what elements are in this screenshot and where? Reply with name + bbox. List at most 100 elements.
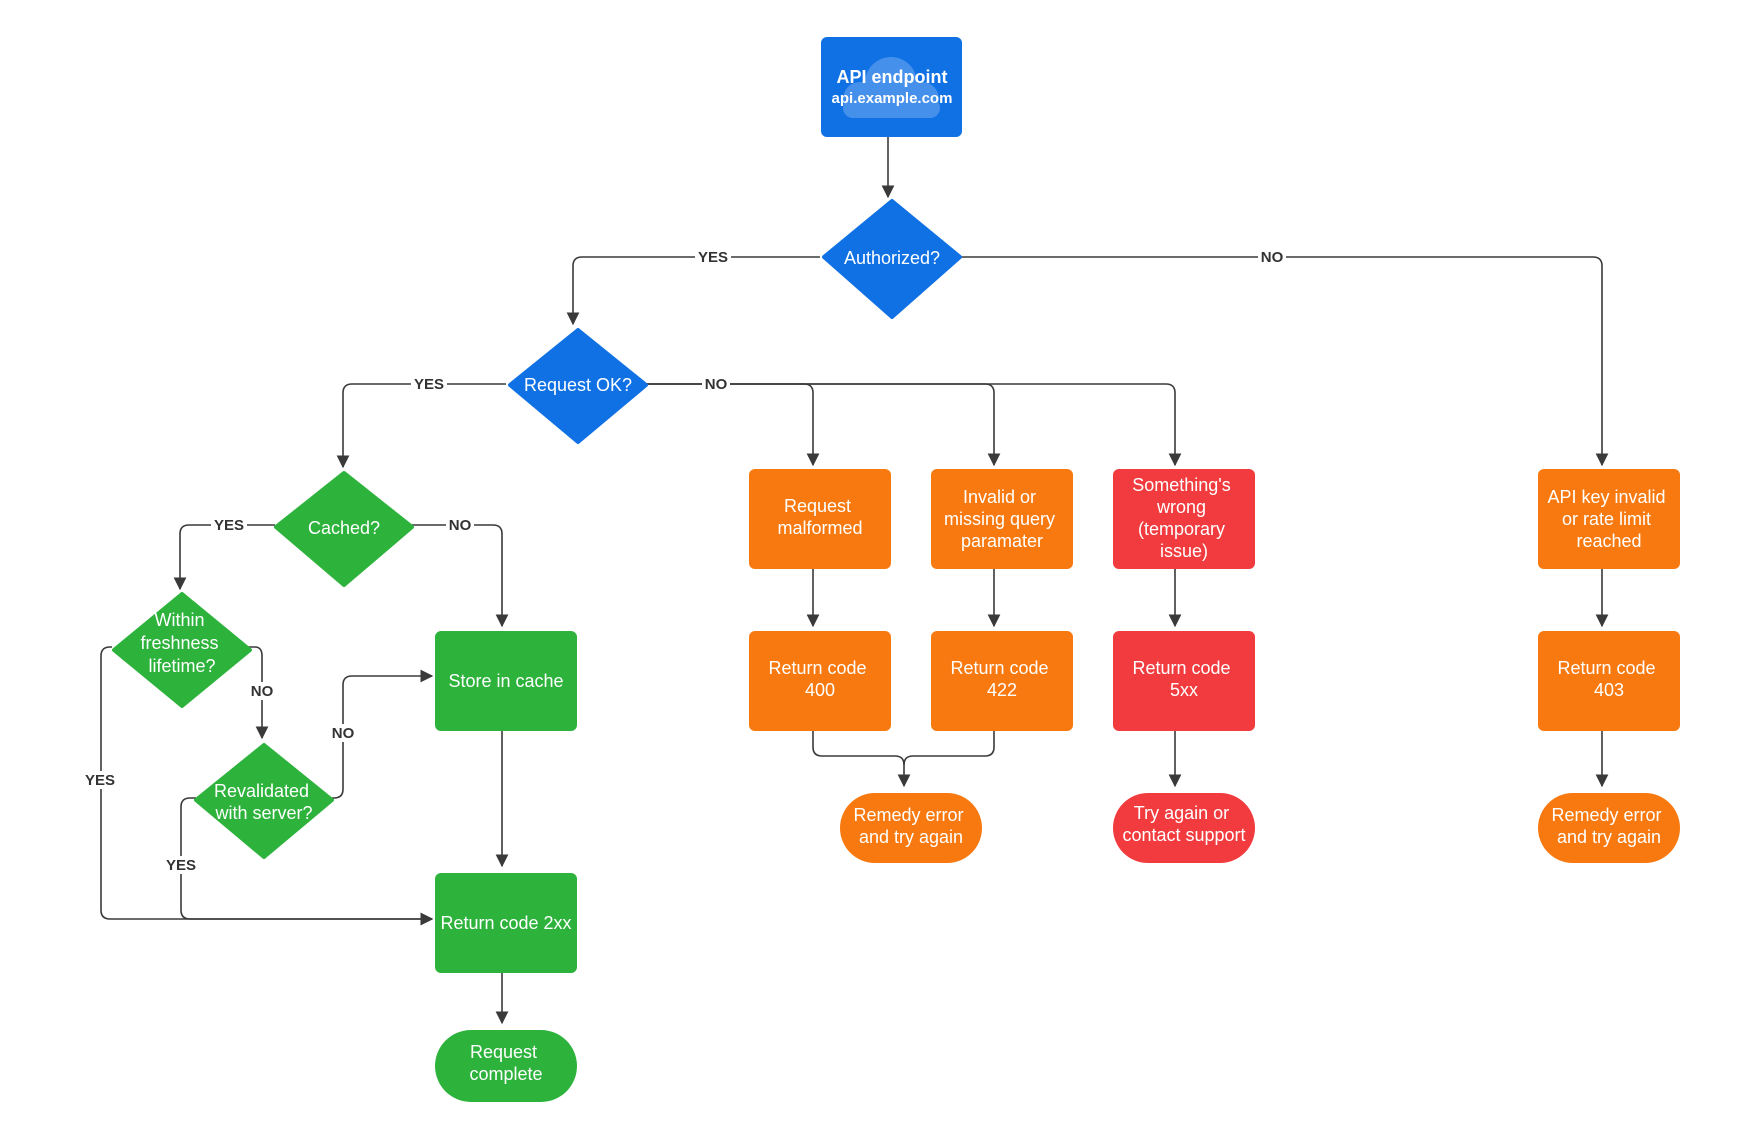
invalid-query-line-2: missing query [944,509,1055,529]
return-2xx-label: Return code 2xx [440,913,571,933]
svg-text:Within freshness l: Within freshness lifetime? [140,610,223,676]
store-in-cache-label: Store in cache [448,671,563,691]
authorized-decision: Authorized? [822,199,962,319]
svg-text:Return code 5xx: Return code 5xx [1132,658,1235,700]
svg-text:API key invalid or rate: API key invalid or rate limit reached [1547,487,1670,551]
api-key-invalid-line-2: or rate limit [1562,509,1651,529]
edge-label-fresh-yes: YES [85,772,115,789]
return-400-node: Return code 400 [749,631,891,731]
cloud-icon [843,57,940,118]
request-complete-node: Request complete [435,1030,577,1102]
return-403-line-1: Return code [1557,658,1655,678]
svg-text:Request OK?: Request OK? [524,375,632,395]
svg-text:Request malformed: Request malformed [777,496,862,538]
remedy-error-node-1: Remedy error and try again [840,793,982,863]
return-400-line-1: Return code [768,658,866,678]
return-422-line-1: Return code [950,658,1048,678]
api-key-invalid-node: API key invalid or rate limit reached [1538,469,1680,569]
remedy-1-line-2: and try again [859,827,963,847]
edge-requestok-no-invalid [640,383,1001,467]
api-endpoint-node: API endpoint api.example.com [821,37,962,137]
invalid-query-line-3: paramater [961,531,1043,551]
edge-cached-yes [173,524,275,591]
something-wrong-line-4: issue) [1160,541,1208,561]
return-5xx-node: Return code 5xx [1113,631,1255,731]
edge-requestok-no-malformed [640,383,820,467]
return-422-node: Return code 422 [931,631,1073,731]
request-malformed-line-1: Request [784,496,851,516]
edge-422-to-remedy [903,727,995,766]
edge-requestok-no-wrong [640,383,1182,467]
edge-label-authorized-no: NO [1261,249,1284,266]
edge-label-cached-no: NO [449,517,472,534]
request-complete-line-1: Request [470,1042,537,1062]
svg-text:Remedy error and try aga: Remedy error and try again [1551,805,1666,847]
svg-text:Return code 403: Return code 403 [1557,658,1660,700]
remedy-2-line-2: and try again [1557,827,1661,847]
edge-label-reval-no: NO [332,725,355,742]
try-again-node: Try again or contact support [1113,793,1255,863]
store-in-cache-node: Store in cache [435,631,577,731]
cached-label: Cached? [308,518,380,538]
something-wrong-node: Something's wrong (temporary issue) [1113,469,1255,569]
edge-labels: YES NO YES NO YES NO NO YES NO YES [82,248,1286,874]
edge-cached-no [410,524,509,628]
svg-text:Request complete: Request complete [469,1042,542,1084]
svg-text:Cached?: Cached? [308,518,380,538]
svg-text:Invalid or missing query: Invalid or missing query paramater [944,487,1060,551]
edge-label-fresh-no: NO [251,683,274,700]
revalidated-line-2: with server? [214,803,312,823]
within-freshness-line-3: lifetime? [148,656,215,676]
something-wrong-line-2: wrong [1156,497,1206,517]
edge-label-requestok-yes: YES [414,376,444,393]
svg-text:Remedy error and try aga: Remedy error and try again [853,805,968,847]
svg-text:Try again or contact sup: Try again or contact support [1122,803,1245,845]
return-2xx-node: Return code 2xx [435,873,577,973]
api-key-invalid-line-1: API key invalid [1547,487,1665,507]
return-5xx-line-1: Return code [1132,658,1230,678]
svg-text:Return code 400: Return code 400 [768,658,871,700]
return-5xx-line-2: 5xx [1170,680,1198,700]
svg-text:Revalidated with server?: Revalidated with server? [214,781,314,823]
svg-text:Authorized?: Authorized? [844,248,940,268]
return-422-line-2: 422 [987,680,1017,700]
something-wrong-line-1: Something's [1132,475,1231,495]
svg-text:Store in cache: Store in cache [448,671,563,691]
revalidated-line-1: Revalidated [214,781,309,801]
svg-text:Return code 2xx: Return code 2xx [440,913,571,933]
edge-fresh-no [247,646,269,740]
invalid-query-line-1: Invalid or [963,487,1036,507]
return-403-line-2: 403 [1594,680,1624,700]
something-wrong-line-3: (temporary [1138,519,1225,539]
try-again-line-1: Try again or [1134,803,1229,823]
remedy-error-node-2: Remedy error and try again [1538,793,1680,863]
api-endpoint-url: api.example.com [832,90,953,107]
authorized-label: Authorized? [844,248,940,268]
api-endpoint-title: API endpoint [837,67,948,87]
request-malformed-node: Request malformed [749,469,891,569]
edge-requestok-yes [336,383,506,469]
within-freshness-decision: Within freshness lifetime? [112,592,252,708]
svg-text:Return code 422: Return code 422 [950,658,1053,700]
within-freshness-line-2: freshness [140,633,218,653]
return-400-line-2: 400 [805,680,835,700]
request-malformed-line-2: malformed [777,518,862,538]
edge-label-requestok-no: NO [705,376,728,393]
edge-authorized-no [955,256,1609,467]
revalidated-decision: Revalidated with server? [194,743,334,859]
try-again-line-2: contact support [1122,825,1245,845]
remedy-1-line-1: Remedy error [853,805,963,825]
request-complete-line-2: complete [469,1064,542,1084]
edge-label-authorized-yes: YES [698,249,728,266]
edge-authorized-yes [566,256,820,326]
invalid-query-node: Invalid or missing query paramater [931,469,1073,569]
request-ok-decision: Request OK? [508,328,648,444]
return-403-node: Return code 403 [1538,631,1680,731]
remedy-2-line-1: Remedy error [1551,805,1661,825]
edge-label-reval-yes: YES [166,857,196,874]
within-freshness-line-1: Within [154,610,204,630]
edge-400-to-remedy [812,727,911,788]
svg-text:Something's wrong: Something's wrong (temporary issue) [1132,475,1236,561]
